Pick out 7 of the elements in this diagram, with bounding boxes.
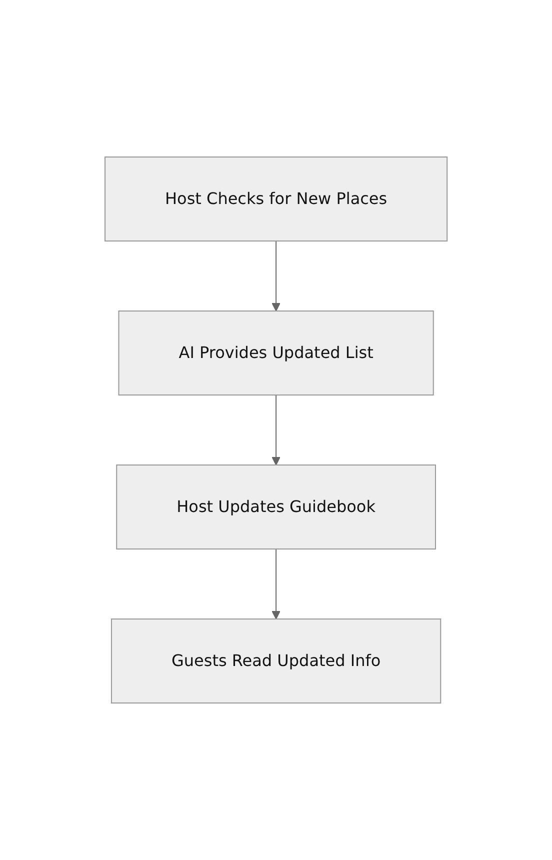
arrow (272, 240, 280, 312)
node-box: Guests Read Updated Info (110, 618, 442, 704)
arrow (272, 394, 280, 466)
node-box: Host Checks for New Places (104, 156, 448, 242)
node-box: AI Provides Updated List (118, 310, 434, 396)
arrow (272, 548, 280, 620)
node-box: Host Updates Guidebook (116, 464, 436, 550)
